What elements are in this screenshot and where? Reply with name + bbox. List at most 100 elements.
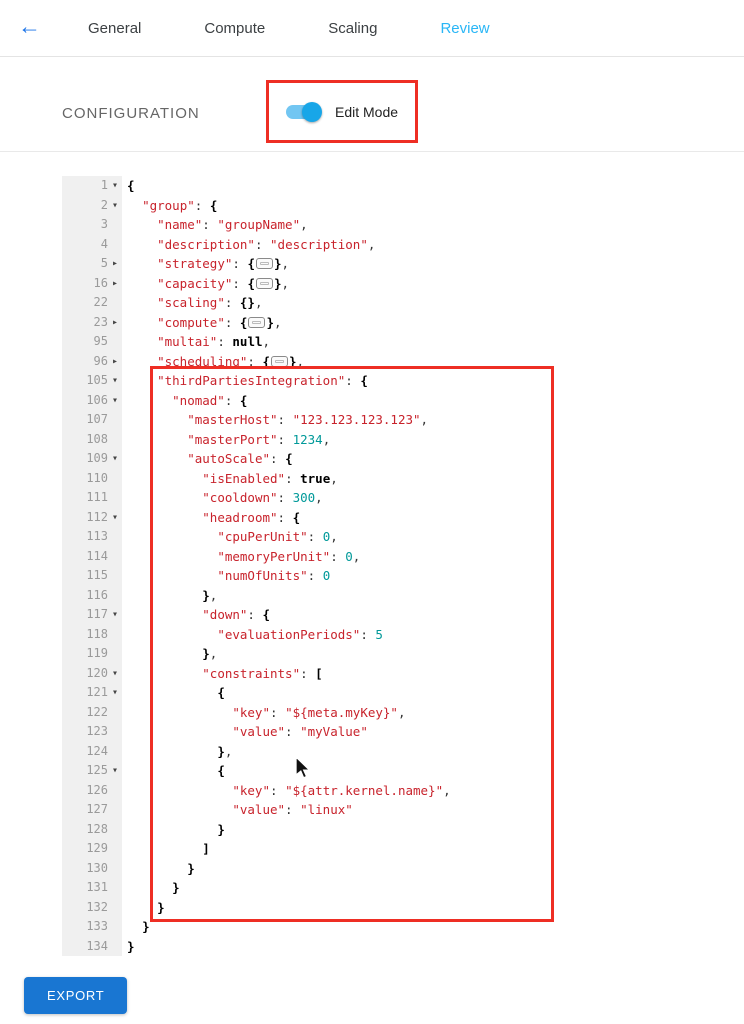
line-number: 109	[86, 451, 108, 465]
line-number-gutter: 132	[62, 897, 122, 917]
fold-arrow-icon[interactable]: ▸	[111, 277, 119, 289]
code-token: ,	[322, 431, 331, 447]
code-line[interactable]: "capacity": {},	[122, 274, 289, 294]
fold-arrow-icon[interactable]: ▾	[111, 453, 119, 464]
editor-row: 105▾ "thirdPartiesIntegration": {	[62, 371, 744, 391]
fold-arrow-icon[interactable]: ▾	[111, 394, 119, 406]
code-line[interactable]: }	[122, 898, 165, 918]
code-line[interactable]: "evaluationPeriods": 5	[122, 625, 383, 645]
code-line[interactable]: "name": "groupName",	[122, 215, 308, 235]
code-token: "description"	[157, 236, 255, 252]
code-token: "masterHost"	[187, 412, 278, 427]
code-line[interactable]: "strategy": {},	[122, 254, 289, 274]
code-line[interactable]: "key": "${meta.myKey}",	[122, 703, 405, 723]
code-line[interactable]: "numOfUnits": 0	[122, 566, 330, 586]
collapsed-code-icon[interactable]	[255, 258, 273, 269]
code-line[interactable]: "group": {	[122, 196, 217, 216]
code-line[interactable]: "down": {	[122, 605, 270, 625]
code-line[interactable]: "autoScale": {	[122, 449, 292, 469]
json-editor[interactable]: 1▾{2▾ "group": {3 "name": "groupName",4 …	[62, 176, 744, 956]
code-token: }	[172, 880, 180, 895]
code-line[interactable]: "memoryPerUnit": 0,	[122, 547, 360, 567]
fold-arrow-icon[interactable]: ▾	[111, 199, 119, 211]
editor-row: 129 ]	[62, 839, 744, 859]
collapsed-code-icon[interactable]	[255, 277, 273, 289]
fold-arrow-icon[interactable]: ▸	[111, 355, 119, 367]
tab-scaling[interactable]: Scaling	[328, 20, 378, 37]
code-token: "group"	[142, 197, 195, 213]
code-line[interactable]: "scheduling": {},	[122, 352, 304, 372]
code-line[interactable]: {	[122, 683, 225, 703]
fold-arrow-icon[interactable]: ▾	[111, 511, 119, 523]
code-line[interactable]: "nomad": {	[122, 391, 247, 411]
code-line[interactable]: "constraints": [	[122, 664, 322, 684]
code-token: "strategy"	[157, 256, 233, 271]
code-line[interactable]: "isEnabled": true,	[122, 469, 338, 489]
code-line[interactable]: "compute": {},	[122, 313, 281, 333]
code-line[interactable]: }	[122, 878, 180, 898]
code-token: :	[285, 802, 301, 817]
code-line[interactable]: "cpuPerUnit": 0,	[122, 527, 337, 547]
code-line[interactable]: "description": "description",	[122, 235, 375, 255]
code-token	[127, 744, 217, 759]
code-line[interactable]: "value": "myValue"	[122, 722, 367, 742]
code-line[interactable]: {	[122, 761, 225, 781]
line-number-gutter: 107	[62, 410, 122, 430]
code-token: :	[270, 704, 286, 720]
fold-arrow-icon[interactable]: ▾	[111, 667, 119, 679]
collapsed-code-icon[interactable]	[248, 316, 266, 328]
fold-arrow-icon[interactable]: ▾	[111, 375, 119, 386]
top-nav: ← General Compute Scaling Review	[0, 0, 744, 57]
code-line[interactable]: "multai": null,	[122, 332, 270, 352]
editor-row: 106▾ "nomad": {	[62, 390, 744, 411]
line-number: 108	[86, 431, 108, 446]
code-line[interactable]: ]	[122, 839, 210, 859]
code-line[interactable]: "scaling": {},	[122, 293, 262, 313]
code-line[interactable]: }	[122, 859, 195, 879]
line-number-gutter: 113	[62, 527, 122, 547]
code-token	[127, 510, 202, 525]
fold-arrow-icon[interactable]: ▸	[111, 316, 119, 328]
code-line[interactable]: }	[122, 820, 225, 840]
back-arrow-icon[interactable]: ←	[18, 13, 41, 39]
fold-arrow-icon[interactable]: ▾	[111, 609, 119, 620]
code-line[interactable]: },	[122, 586, 217, 606]
fold-arrow-icon[interactable]: ▾	[111, 687, 119, 698]
code-token: ,	[420, 412, 429, 427]
code-line[interactable]: }	[122, 937, 135, 957]
code-line[interactable]: "key": "${attr.kernel.name}",	[122, 781, 451, 801]
tab-compute[interactable]: Compute	[204, 20, 266, 37]
code-line[interactable]: "headroom": {	[122, 508, 300, 528]
tab-general[interactable]: General	[88, 20, 142, 37]
code-token: }	[273, 256, 282, 271]
code-token: "scheduling"	[157, 353, 248, 369]
fold-arrow-icon[interactable]: ▾	[111, 180, 119, 191]
code-token: "multai"	[157, 334, 218, 349]
line-number: 105	[86, 373, 108, 387]
line-number: 128	[86, 821, 108, 836]
export-button[interactable]: EXPORT	[24, 977, 128, 1014]
code-token	[127, 217, 157, 232]
code-line[interactable]: "cooldown": 300,	[122, 488, 322, 508]
fold-arrow-icon[interactable]: ▾	[111, 765, 119, 776]
code-token: :	[360, 626, 376, 642]
tab-review[interactable]: Review	[440, 20, 490, 37]
code-line[interactable]: "masterPort": 1234,	[122, 430, 330, 450]
line-number: 111	[86, 490, 108, 504]
code-line[interactable]: }	[122, 917, 150, 937]
line-number: 22	[93, 295, 108, 309]
fold-arrow-icon[interactable]: ▸	[111, 258, 119, 269]
code-line[interactable]: },	[122, 742, 232, 762]
code-line[interactable]: {	[122, 176, 135, 196]
code-token	[127, 529, 217, 544]
code-token: ,	[443, 782, 451, 798]
code-line[interactable]: "thirdPartiesIntegration": {	[122, 371, 368, 391]
code-line[interactable]: },	[122, 644, 217, 664]
editor-row: 107 "masterHost": "123.123.123.123",	[62, 410, 744, 430]
edit-mode-toggle[interactable]	[284, 102, 322, 122]
collapsed-code-icon[interactable]	[271, 355, 289, 367]
line-number: 115	[86, 568, 108, 582]
code-line[interactable]: "masterHost": "123.123.123.123",	[122, 410, 428, 430]
line-number: 3	[100, 217, 108, 231]
code-line[interactable]: "value": "linux"	[122, 800, 352, 820]
